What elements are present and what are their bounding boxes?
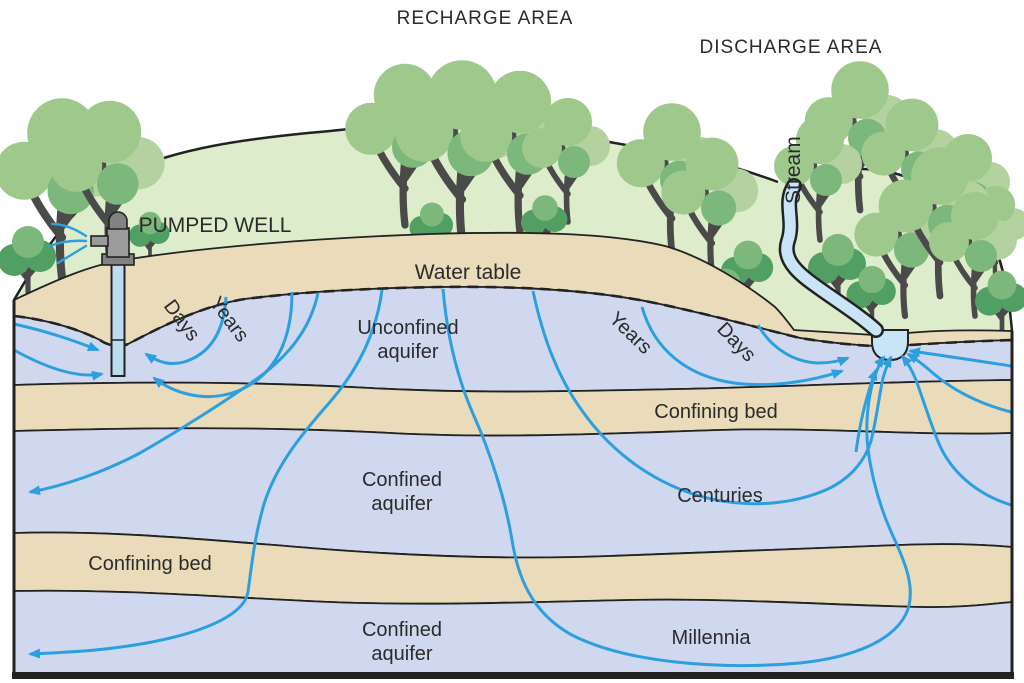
well-pipe	[110, 261, 126, 377]
flow-lines	[13, 288, 1012, 667]
pump-body	[106, 227, 130, 258]
label-confined-aquifer-1-line1: Confined	[362, 469, 442, 491]
pumped-well	[48, 211, 135, 377]
flow-line	[13, 348, 104, 381]
pump-cap	[108, 211, 128, 230]
label-confined-aquifer-1-line2: aquifer	[371, 493, 432, 515]
flow-line-deep-left-2	[28, 289, 384, 659]
flow-line	[906, 352, 1012, 414]
label-unconfined-aquifer-line2: aquifer	[377, 341, 438, 363]
flow-line	[854, 368, 878, 453]
flow-line-days-right	[756, 324, 850, 367]
label-recharge-area: RECHARGE AREA	[397, 8, 574, 29]
block-outline	[12, 300, 1014, 676]
flow-line	[13, 322, 100, 352]
label-stream: Stream	[782, 136, 805, 204]
diagram-bottom-border	[12, 672, 1014, 679]
label-confined-aquifer-2-line2: aquifer	[371, 643, 432, 665]
flow-line-centuries	[531, 290, 893, 506]
label-millennia: Millennia	[672, 627, 752, 649]
label-confining-bed-lower: Confining bed	[88, 553, 211, 575]
water-spray	[48, 222, 88, 265]
label-pumped-well: PUMPED WELL	[139, 214, 292, 237]
flow-line	[908, 347, 1012, 368]
label-water-table: Water table	[415, 261, 522, 284]
flow-line-years-right	[640, 306, 844, 387]
label-discharge-area: DISCHARGE AREA	[700, 37, 883, 58]
label-unconfined-aquifer-line1: Unconfined	[357, 317, 458, 339]
pump-spout	[90, 235, 109, 247]
confined-aquifer-2	[13, 589, 1013, 675]
label-confined-aquifer-2-line1: Confined	[362, 619, 442, 641]
stream-ribbon	[778, 178, 884, 338]
label-confining-bed-upper: Confining bed	[654, 401, 777, 423]
label-centuries: Centuries	[677, 485, 763, 507]
flow-line-deep-left-1	[28, 292, 320, 496]
flow-line-days-left	[144, 296, 228, 366]
flow-line	[900, 354, 1012, 507]
